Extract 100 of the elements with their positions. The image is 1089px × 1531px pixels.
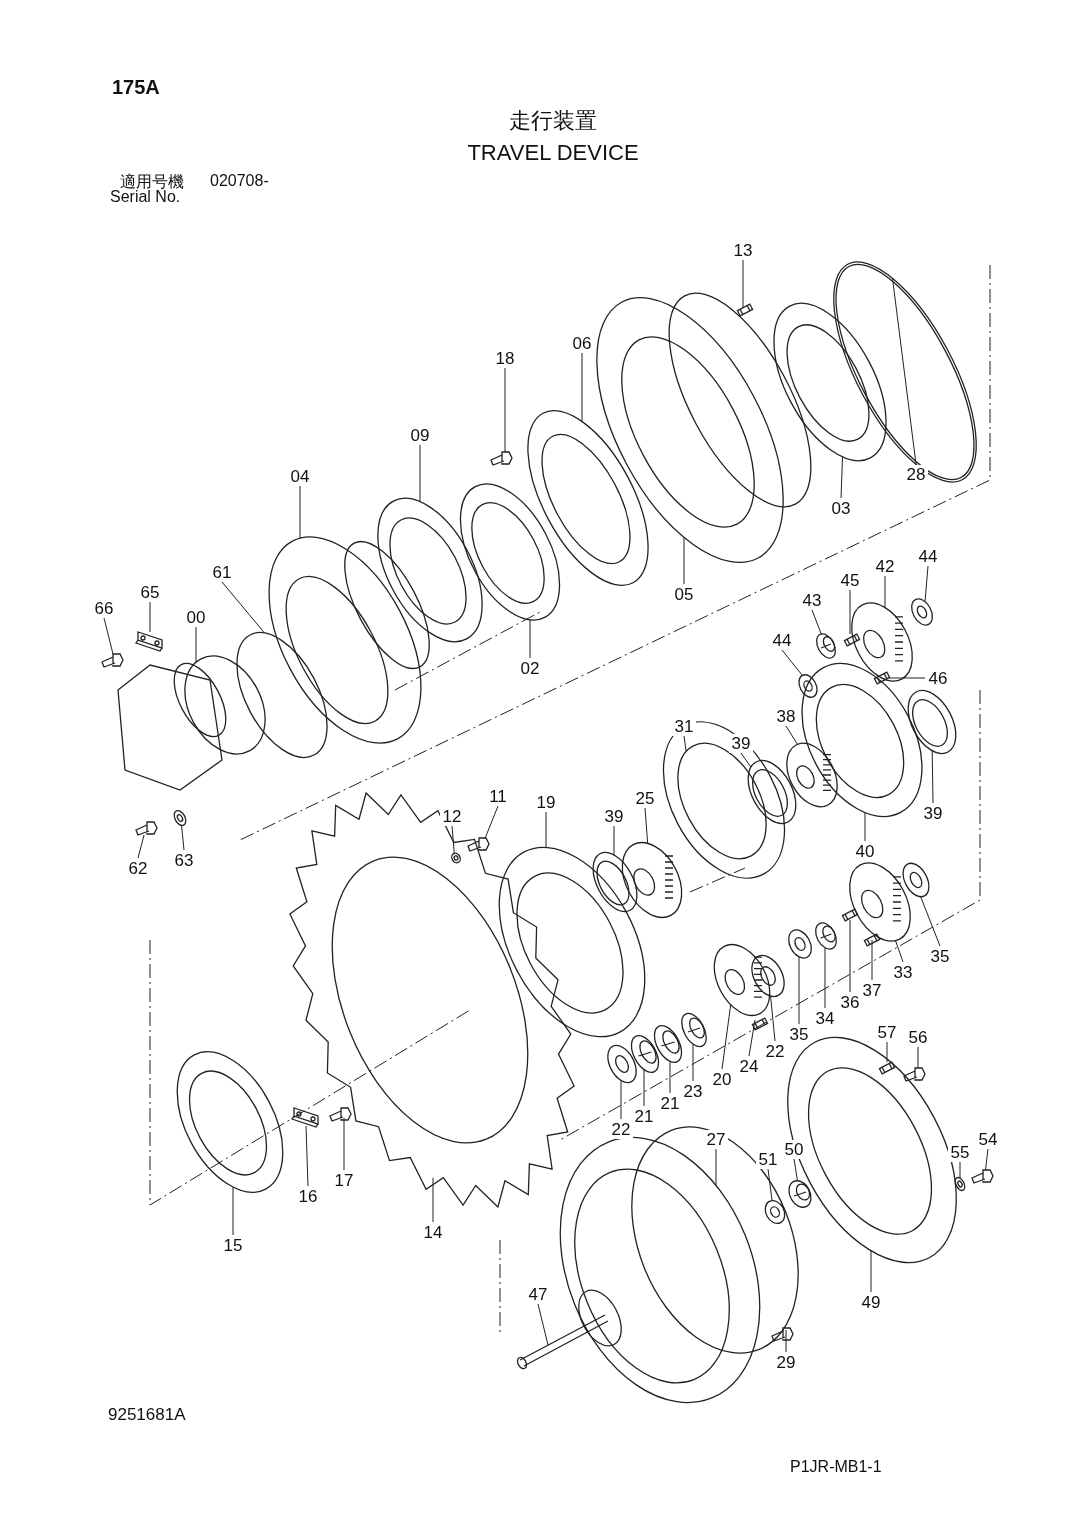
seal-ring [498, 846, 646, 1038]
bolt [971, 1169, 994, 1184]
drawing-number: 9251681A [108, 1405, 186, 1425]
thrust-washer [788, 929, 812, 959]
o-ring [833, 261, 977, 483]
seal-ring [662, 721, 786, 879]
leader-line [840, 456, 844, 499]
sprocket [289, 791, 575, 1209]
leader-line [793, 1158, 798, 1182]
leader-line [767, 1168, 773, 1202]
leader-line [931, 750, 934, 804]
leader-line [529, 619, 531, 659]
serial-label-japanese: 適用号機 [120, 172, 184, 191]
page-number: 175A [112, 76, 160, 99]
seal-ring [773, 302, 887, 462]
seal-ring [907, 689, 957, 755]
seal-ring [747, 759, 797, 825]
gear [851, 602, 913, 682]
pin [873, 671, 891, 685]
leader-line [195, 626, 197, 663]
pin [736, 303, 754, 317]
leader-line [811, 609, 822, 635]
leader-line [895, 940, 904, 963]
leader-line [742, 259, 744, 309]
title: 走行装置 [509, 107, 597, 135]
leader-line [643, 1069, 645, 1107]
leader-line [715, 1148, 717, 1186]
seal-ring [527, 410, 649, 586]
needle-bearing [816, 633, 836, 659]
needle-bearing [681, 1012, 707, 1048]
leader-line [669, 1060, 671, 1094]
hub [268, 536, 430, 744]
leader-line [871, 939, 873, 981]
leader-line [181, 824, 185, 851]
callout-number: 51 [756, 1150, 780, 1169]
leader-line [692, 1043, 694, 1082]
gear [849, 862, 911, 942]
lock-plate [291, 1107, 319, 1128]
leader-line [504, 367, 506, 453]
leader-line [451, 825, 455, 854]
thrust-washer [798, 674, 818, 698]
thrust-washer [954, 1176, 966, 1192]
title-english: TRAVEL DEVICE [467, 140, 639, 166]
leader-line [849, 919, 851, 993]
callout-number: 22 [609, 1120, 633, 1139]
bolt [467, 837, 490, 852]
pin [843, 633, 861, 647]
seal-ring [459, 483, 561, 621]
seal-ring [176, 1051, 284, 1193]
leader-line [781, 649, 803, 676]
leader-line [798, 956, 800, 1025]
leader-line [985, 1148, 989, 1171]
thrust-washer [751, 954, 785, 998]
serial-label: Serial No. [110, 188, 181, 206]
gear [621, 842, 683, 918]
leader-line [849, 589, 851, 635]
bolt [903, 1067, 926, 1082]
leader-line [484, 805, 499, 839]
leader-line [232, 1186, 234, 1236]
leader-line [613, 825, 615, 856]
needle-bearing [788, 1180, 812, 1208]
leader-line [620, 1079, 622, 1120]
callout-number: 31 [672, 717, 696, 736]
leader-line [886, 1041, 888, 1063]
leader-line [920, 896, 941, 947]
leader-line [864, 811, 866, 842]
hydraulic-motor-drawing [117, 655, 266, 791]
pin [841, 908, 859, 922]
leader-line [892, 277, 917, 465]
pin [863, 933, 881, 947]
callout-number: 12 [440, 807, 464, 826]
seal-ring [801, 663, 923, 817]
leader-line [824, 947, 826, 1009]
gear [713, 944, 771, 1016]
leader-line [959, 1161, 961, 1179]
leader-line [305, 1125, 309, 1187]
leader-line [721, 1004, 732, 1070]
gear [786, 742, 838, 808]
leader-line [740, 752, 752, 768]
leader-line [683, 735, 687, 752]
leader-line [884, 575, 886, 609]
leader-line [917, 1046, 919, 1069]
needle-bearing [630, 1034, 660, 1074]
leader-line [299, 485, 301, 539]
leader-line [785, 725, 798, 745]
leader-line [149, 601, 151, 633]
page-code: P1JR-MB1-1 [790, 1458, 882, 1476]
leader-line [785, 1329, 787, 1353]
needle-bearing [653, 1024, 683, 1064]
bolt [135, 821, 158, 836]
leader-line [537, 1303, 549, 1346]
lock-plate [135, 631, 163, 652]
needle-bearing [815, 922, 837, 950]
thrust-washer [173, 809, 187, 827]
leader-line [748, 1019, 756, 1057]
leader-line [644, 807, 649, 844]
leader-line [419, 444, 421, 503]
leader-line [581, 352, 583, 422]
seal-ring [377, 497, 483, 643]
leader-line [870, 1250, 872, 1293]
